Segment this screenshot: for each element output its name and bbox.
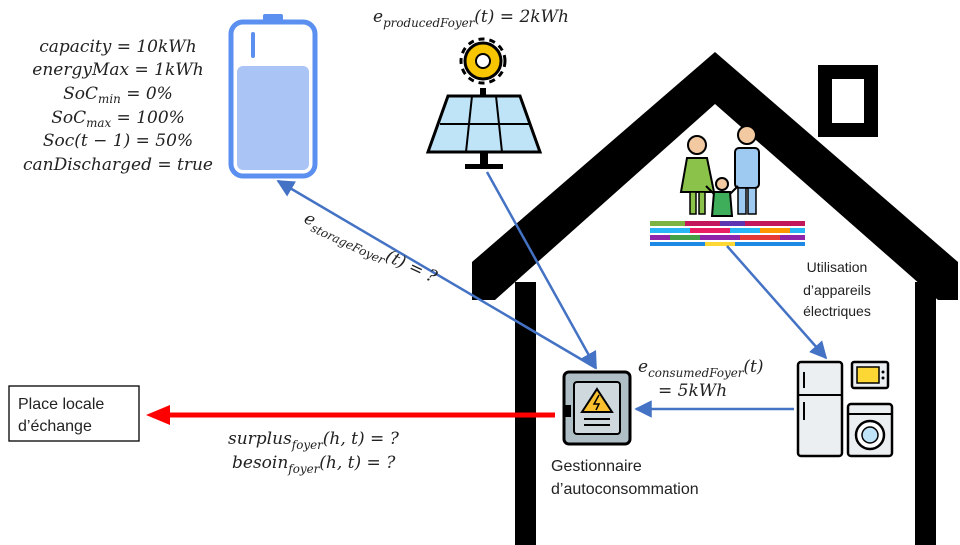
besoin-label: besoinfoyer(h, t) = ? <box>232 453 396 476</box>
battery-icon <box>228 14 318 179</box>
consumed-label: econsumedFoyer(t) <box>638 357 764 380</box>
param-soc-prev: Soc(t − 1) = 50% <box>43 131 193 151</box>
svg-text:energyMax = 1kWh: energyMax = 1kWh <box>32 60 203 80</box>
arrow-family-to-appliances <box>726 245 828 360</box>
storage-label: estorageFoyer(t) = ? <box>300 208 441 290</box>
appliances-icon <box>796 360 894 458</box>
manager-cabinet-icon <box>562 370 632 446</box>
battery-params: capacity = 10kWh energyMax = 1kWh SoCmin… <box>23 37 213 175</box>
param-energy-max: energyMax = 1kWh <box>32 60 203 80</box>
svg-text:SoCmax = 100%: SoCmax = 100% <box>51 108 185 130</box>
param-capacity: capacity = 10kWh <box>39 37 196 57</box>
svg-text:canDischarged = true: canDischarged = true <box>23 155 213 175</box>
svg-text:d’autoconsommation: d’autoconsommation <box>551 481 699 498</box>
manager-label: Gestionnaire d’autoconsommation <box>551 458 699 498</box>
svg-text:capacity = 10kWh: capacity = 10kWh <box>39 37 196 57</box>
usage-label: Utilisation d’appareils électriques <box>803 259 871 319</box>
svg-text:SoCmin = 0%: SoCmin = 0% <box>63 84 173 106</box>
param-soc-max-rest: = 100% <box>111 108 185 128</box>
solar-panel-icon <box>425 37 543 169</box>
exchange-label-line2: d’échange <box>18 418 92 435</box>
svg-text:Utilisation: Utilisation <box>807 259 868 275</box>
svg-text:= 5kWh: = 5kWh <box>658 381 727 401</box>
arrow-manager-to-battery <box>276 179 597 370</box>
produced-label: eproducedFoyer(t) = 2kWh <box>373 7 569 30</box>
param-soc-min-rest: = 0% <box>121 84 173 104</box>
param-soc-max-sub: max <box>86 116 111 130</box>
arrow-manager-to-exchange <box>146 405 555 425</box>
surplus-label: surplusfoyer(h, t) = ? <box>228 429 400 452</box>
house-outline <box>472 52 958 545</box>
svg-text:Gestionnaire: Gestionnaire <box>551 458 642 475</box>
usage-bars <box>650 221 805 246</box>
param-soc-min-base: SoC <box>63 84 98 104</box>
family-icon <box>679 125 760 217</box>
svg-text:d’appareils: d’appareils <box>803 282 871 298</box>
svg-text:Place locale: Place locale <box>18 396 104 413</box>
param-soc-max-base: SoC <box>51 108 86 128</box>
exchange-box: Place locale d’échange <box>8 385 140 442</box>
param-can-discharged: canDischarged = true <box>23 155 213 175</box>
exchange-label-line1: Place locale <box>18 396 104 413</box>
svg-text:électriques: électriques <box>803 303 871 319</box>
param-soc-min-sub: min <box>98 92 121 106</box>
consumed-value: = 5kWh <box>658 381 727 401</box>
sun-icon <box>459 37 507 85</box>
svg-text:Soc(t − 1) = 50%: Soc(t − 1) = 50% <box>43 131 193 151</box>
arrow-solar-to-manager <box>485 171 598 370</box>
svg-text:d’échange: d’échange <box>18 418 92 435</box>
